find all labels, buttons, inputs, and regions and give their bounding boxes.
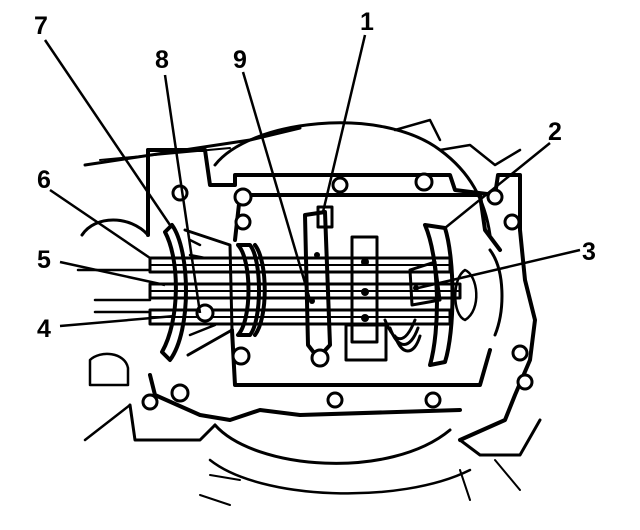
frame-bottom-right <box>458 418 542 457</box>
frame-right <box>458 228 537 442</box>
fork-hole <box>314 252 320 258</box>
callout-1: 1 <box>360 8 374 36</box>
left-lower-boss <box>88 352 130 387</box>
bolt-hole <box>331 176 349 194</box>
leader-7 <box>43 39 174 229</box>
bottom-left-hatch <box>199 474 241 506</box>
bolt-hole <box>170 383 190 403</box>
detent-base <box>344 323 388 362</box>
ring-left <box>236 243 261 337</box>
spring-coil <box>388 326 420 346</box>
bolt-hole <box>171 184 189 202</box>
frame-top <box>146 148 522 232</box>
left-housing-lines <box>93 298 152 314</box>
frame-bottom-left <box>128 403 217 442</box>
detent-ball <box>361 288 369 296</box>
leader-5 <box>59 260 166 287</box>
callout-4: 4 <box>37 315 51 343</box>
detent-body <box>350 235 379 344</box>
left-bottom-line <box>83 403 132 442</box>
spring-coil <box>393 334 422 353</box>
callout-7: 7 <box>34 12 48 40</box>
top-right-tab <box>393 118 442 142</box>
spring-coil <box>383 318 417 341</box>
frame-bottom <box>148 373 462 422</box>
fork-pivot <box>310 348 330 368</box>
leader-lines <box>43 34 581 328</box>
leader-3 <box>417 248 581 290</box>
right-bearing <box>454 268 478 322</box>
end-plate-left <box>160 223 188 362</box>
detent-ball <box>361 314 369 322</box>
callout-8: 8 <box>155 46 169 74</box>
bolt-hole <box>516 373 534 391</box>
leader-8 <box>163 74 202 314</box>
interlock-plate <box>160 223 234 362</box>
leader-4 <box>59 314 176 328</box>
bolt-hole <box>511 344 529 362</box>
right-ring-outer <box>488 248 504 337</box>
bolt-hole <box>231 346 251 366</box>
leader-1 <box>321 34 367 213</box>
leader-6 <box>49 188 151 260</box>
case-outline <box>76 118 542 506</box>
right-shift-fork <box>408 223 504 367</box>
bolt-hole <box>503 213 521 231</box>
leader-9 <box>241 71 312 301</box>
fork-pad <box>408 260 442 307</box>
bolt-hole <box>234 213 252 231</box>
top-left-flange-inner <box>99 147 231 161</box>
leader-2 <box>444 142 551 229</box>
bolt-hole <box>326 391 344 409</box>
detent-ball <box>361 258 369 266</box>
end-plate-right <box>183 228 234 357</box>
callout-9: 9 <box>233 46 247 74</box>
callout-3: 3 <box>582 238 596 266</box>
springs <box>383 318 422 353</box>
callout-labels: 7 8 9 1 2 6 5 3 4 <box>34 8 596 343</box>
housing-lower-arc <box>208 458 472 495</box>
bolt-hole <box>414 172 434 192</box>
bottom-right-hatch <box>459 459 521 501</box>
left-boss <box>80 218 150 237</box>
center-shift-fork <box>303 205 334 368</box>
bolt-hole <box>424 391 442 409</box>
bolt-hole <box>486 188 504 206</box>
interlock-pin <box>195 303 215 323</box>
callout-2: 2 <box>548 118 562 146</box>
top-right-flange <box>438 143 522 167</box>
bolt-hole <box>233 187 253 207</box>
synchro-rings <box>236 243 267 337</box>
cavity-top <box>238 193 502 252</box>
callout-6: 6 <box>37 166 51 194</box>
ring-left-inner <box>253 243 267 337</box>
fork-pin <box>413 285 419 291</box>
detent-block <box>344 235 388 362</box>
callout-5: 5 <box>37 246 51 274</box>
bolt-holes <box>141 172 534 411</box>
bolt-hole <box>141 393 159 411</box>
housing-bottom-arc <box>213 423 452 465</box>
